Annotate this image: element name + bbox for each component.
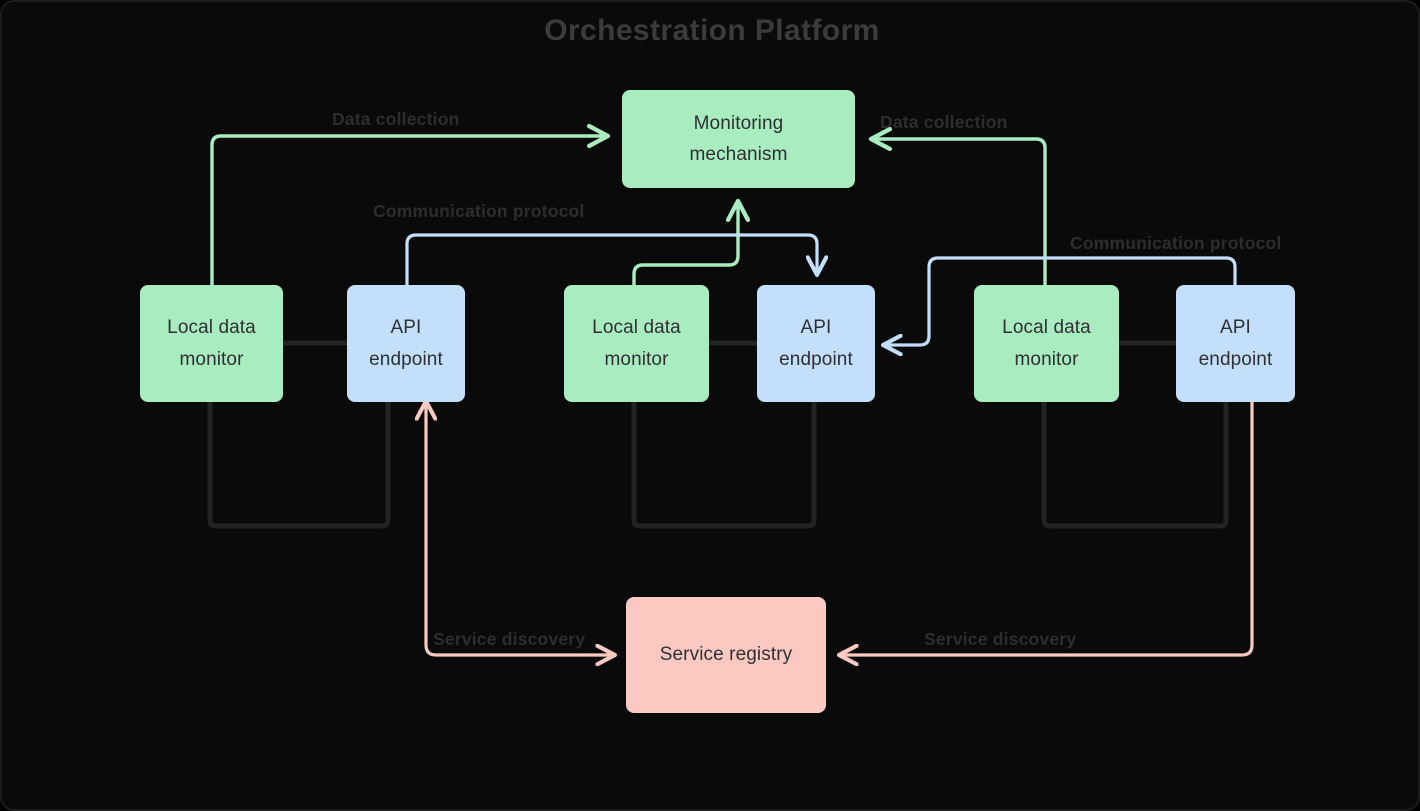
edge-label-service-discovery-left: Service discovery bbox=[433, 629, 586, 649]
node-monitoring-mechanism[interactable]: Monitoring mechanism bbox=[622, 90, 855, 188]
edge-comm-protocol-left bbox=[405, 233, 817, 287]
node-label: API endpoint bbox=[369, 317, 443, 370]
edge-label-comm-protocol-left: Communication protocol bbox=[373, 201, 585, 221]
edge-data-collection-left bbox=[210, 136, 607, 287]
node-label: Service registry bbox=[659, 644, 793, 666]
link-bottom-u-2 bbox=[631, 399, 817, 529]
edge-data-collection-right bbox=[872, 139, 1047, 287]
link-bottom-u-3 bbox=[1041, 399, 1229, 529]
node-local-data-monitor-3[interactable]: Local data monitor bbox=[974, 285, 1119, 402]
edge-label-data-collection-left: Data collection bbox=[332, 109, 460, 129]
link-bottom-u-1 bbox=[207, 399, 391, 529]
node-label: Monitoring mechanism bbox=[689, 112, 788, 165]
edge-data-collection-middle bbox=[632, 202, 738, 287]
edge-label-service-discovery-right: Service discovery bbox=[924, 629, 1077, 649]
node-label: Local data monitor bbox=[167, 317, 256, 370]
node-api-endpoint-2[interactable]: API endpoint bbox=[757, 285, 875, 402]
node-local-data-monitor-2[interactable]: Local data monitor bbox=[564, 285, 709, 402]
node-label: API endpoint bbox=[1198, 317, 1273, 370]
node-api-endpoint-1[interactable]: API endpoint bbox=[347, 285, 465, 402]
node-service-registry[interactable]: Service registry bbox=[626, 597, 826, 713]
edge-service-discovery-left bbox=[426, 402, 614, 655]
edge-comm-protocol-right bbox=[884, 256, 1237, 345]
edge-label-comm-protocol-right: Communication protocol bbox=[1070, 233, 1282, 253]
node-label: API endpoint bbox=[779, 317, 853, 370]
node-local-data-monitor-1[interactable]: Local data monitor bbox=[140, 285, 283, 402]
node-label: Local data monitor bbox=[592, 317, 681, 370]
edge-label-data-collection-right: Data collection bbox=[880, 112, 1008, 132]
node-label: Local data monitor bbox=[1002, 317, 1091, 370]
page-title: Orchestration Platform bbox=[544, 14, 880, 47]
edge-service-discovery-right bbox=[840, 400, 1254, 655]
node-api-endpoint-3[interactable]: API endpoint bbox=[1176, 285, 1295, 402]
